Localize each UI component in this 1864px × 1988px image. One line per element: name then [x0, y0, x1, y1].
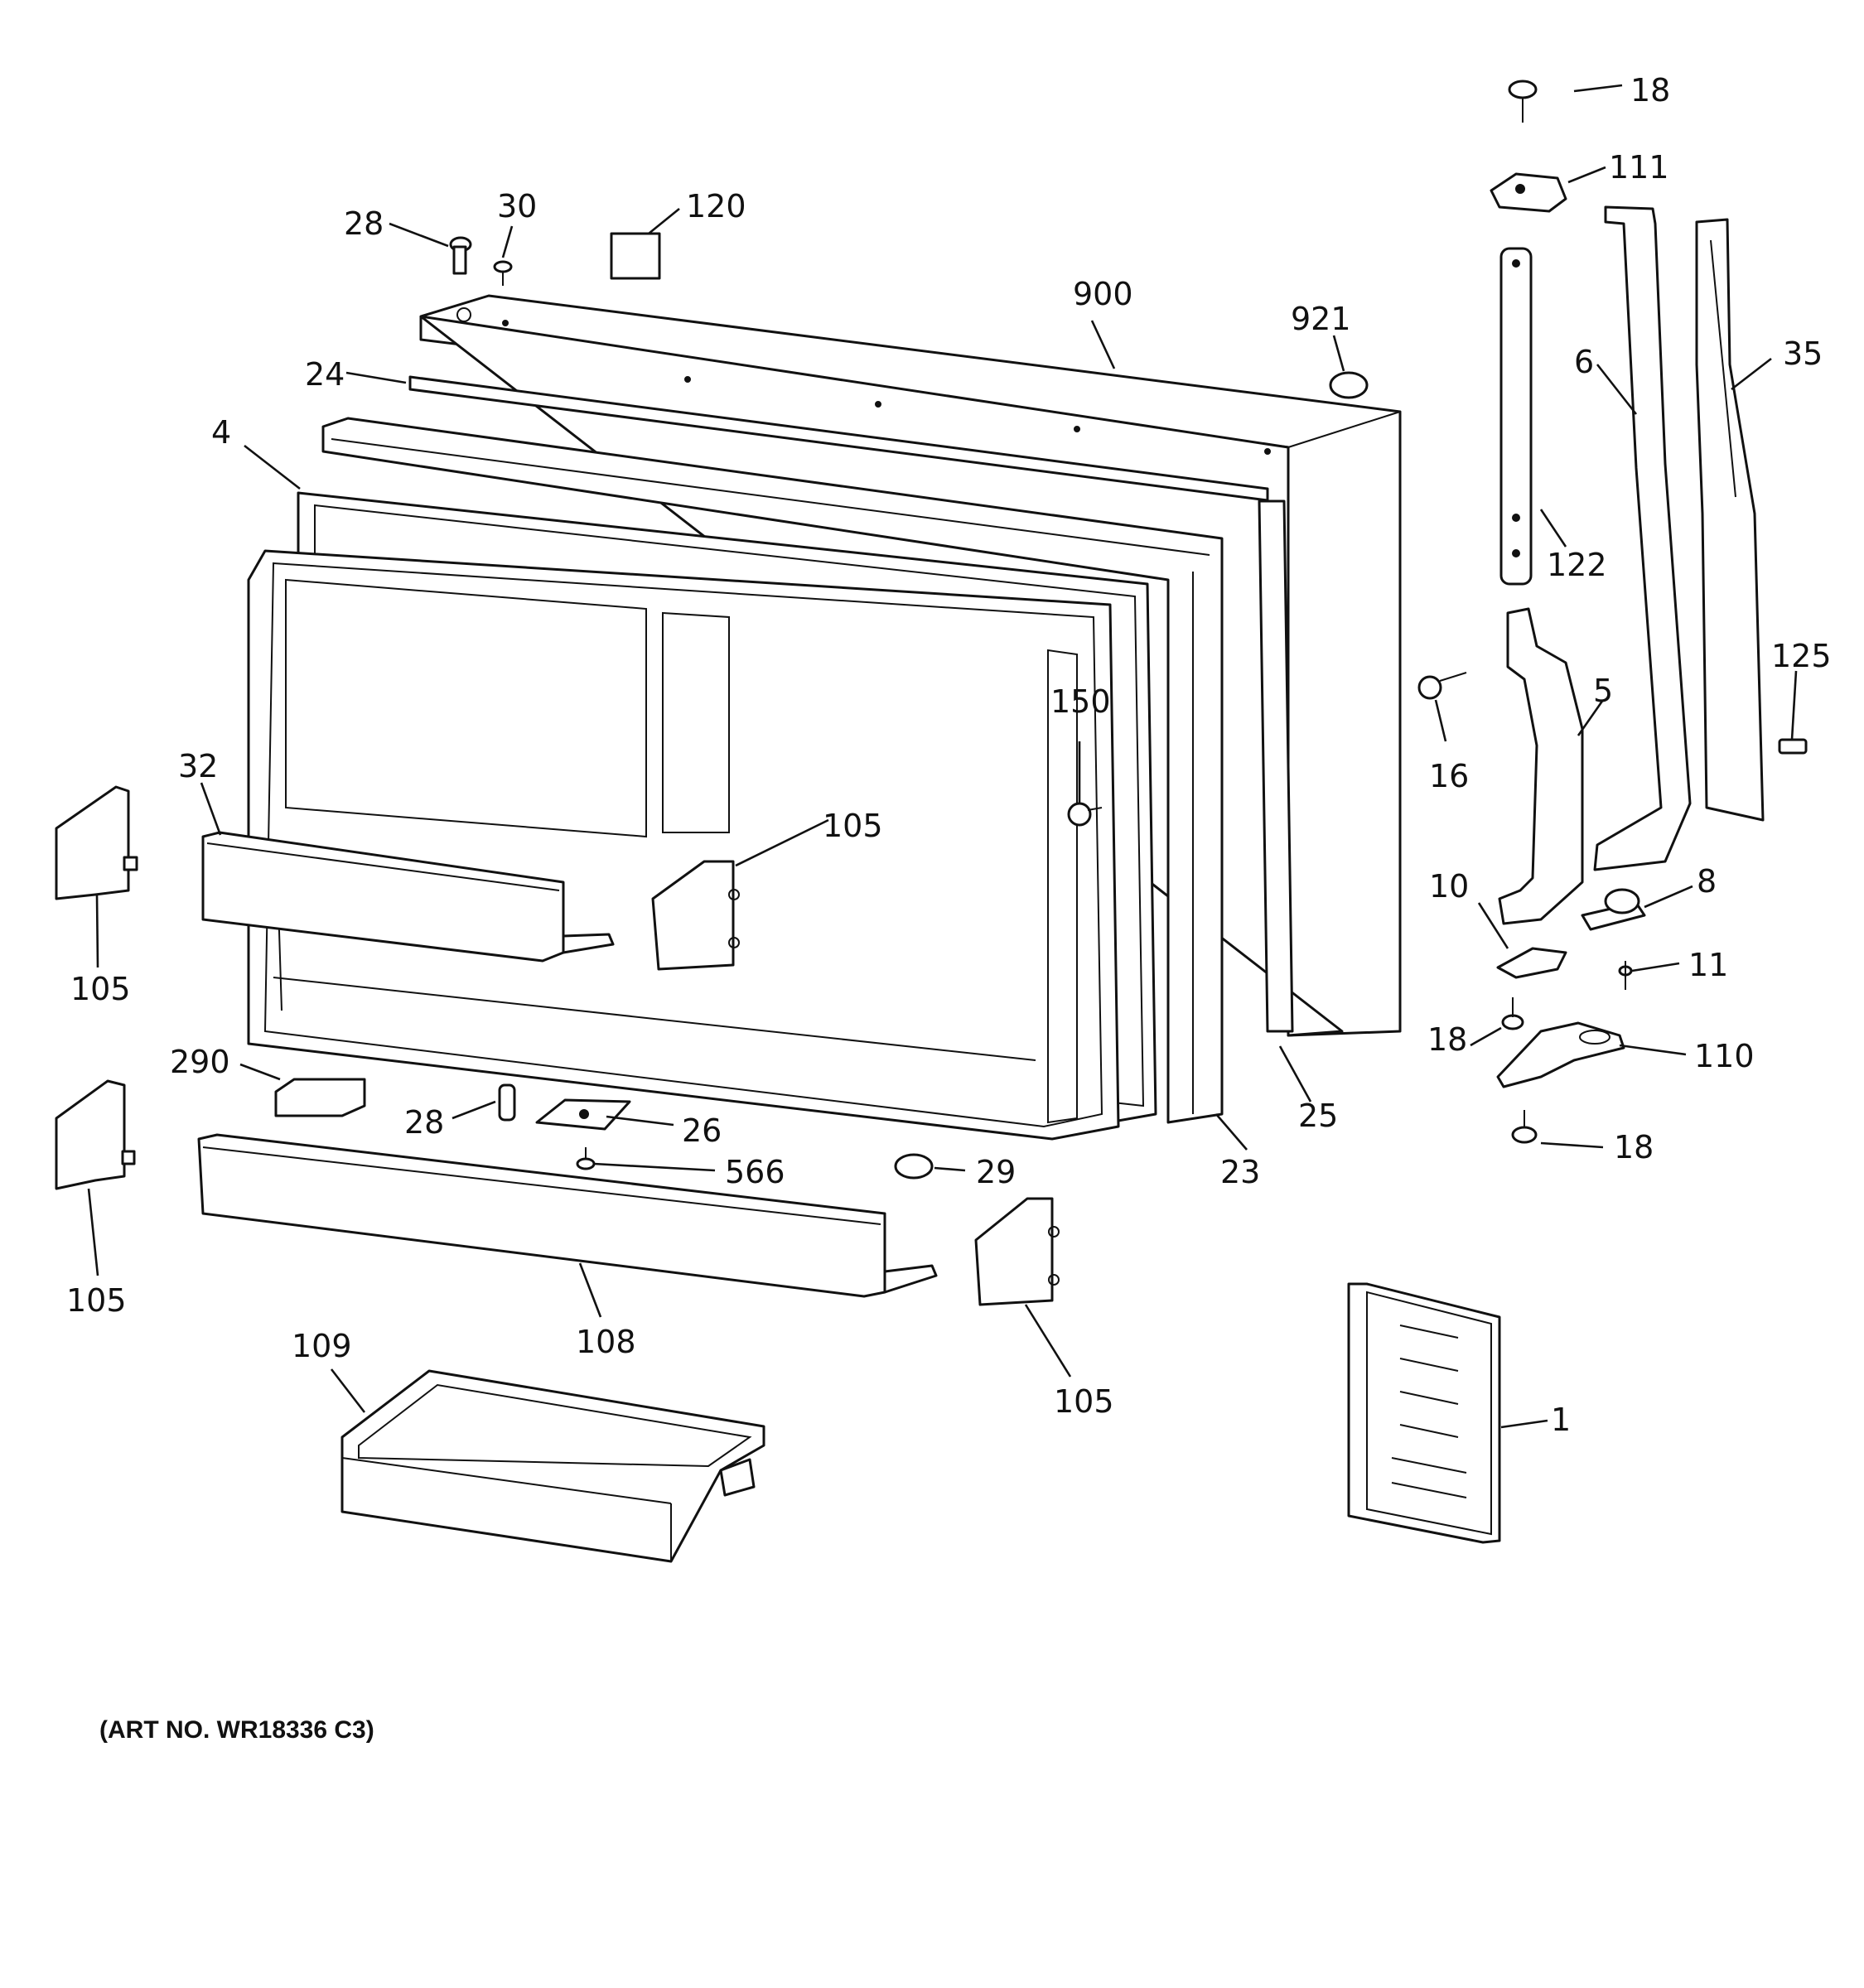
- callout-921: 921: [1291, 301, 1351, 337]
- callout-32: 32: [178, 748, 218, 784]
- part-108-shelf-bar: [197, 1133, 938, 1298]
- part-26-plate: [535, 1098, 631, 1131]
- callout-29: 29: [976, 1154, 1016, 1190]
- callout-105-right: 105: [1054, 1383, 1114, 1420]
- part-122-bar: [1499, 247, 1533, 586]
- part-28-plug-top: [449, 236, 472, 275]
- leader-lines: [87, 84, 1798, 1429]
- part-105-shelf-end-left-bottom: [55, 1079, 136, 1190]
- part-23-door-liner: [321, 417, 1224, 1124]
- callout-11: 11: [1688, 947, 1728, 983]
- callout-10: 10: [1429, 868, 1469, 905]
- part-6-handle-trim: [1593, 205, 1692, 871]
- callout-900: 900: [1073, 276, 1133, 312]
- part-105-shelf-end-right: [974, 1197, 1060, 1306]
- callout-105-mid: 105: [823, 808, 883, 844]
- part-11-screw: [1618, 961, 1633, 990]
- part-105-shelf-end-mid: [651, 860, 740, 971]
- part-29-plug: [894, 1153, 934, 1180]
- callout-122: 122: [1547, 547, 1607, 583]
- callout-4: 4: [211, 414, 231, 451]
- callout-25: 25: [1298, 1098, 1338, 1134]
- callout-110: 110: [1694, 1038, 1755, 1074]
- part-120-block: [610, 232, 661, 280]
- callout-30: 30: [497, 188, 537, 224]
- part-290-block: [274, 1078, 366, 1117]
- callout-18-top: 18: [1630, 72, 1670, 109]
- callout-108: 108: [576, 1324, 636, 1360]
- part-1-owners-manual: [1347, 1282, 1501, 1544]
- part-inner-shelf-frame: [247, 549, 1120, 1141]
- part-110-hinge-arm: [1496, 1021, 1625, 1088]
- art-number: (ART NO. WR18336 C3): [99, 1716, 374, 1744]
- part-28-plug-bottom: [498, 1083, 516, 1122]
- callout-8: 8: [1697, 863, 1717, 900]
- part-125-pin: [1778, 738, 1808, 755]
- part-18-screw-mid: [1501, 997, 1524, 1030]
- part-150-screw: [1067, 802, 1103, 827]
- callout-28-bottom: 28: [404, 1104, 444, 1141]
- part-8-washer: [1581, 888, 1646, 931]
- callout-1: 1: [1551, 1402, 1571, 1438]
- callout-109: 109: [292, 1328, 352, 1364]
- callout-150: 150: [1050, 683, 1111, 720]
- part-25-gasket: [1258, 499, 1294, 1033]
- part-111-hinge-cap: [1490, 172, 1567, 213]
- callout-18-mid: 18: [1427, 1021, 1467, 1058]
- part-18-screw-top: [1508, 80, 1538, 123]
- callout-23: 23: [1220, 1154, 1260, 1190]
- callout-290: 290: [170, 1044, 230, 1080]
- part-35-handle: [1695, 218, 1765, 822]
- part-566-screw: [576, 1147, 596, 1170]
- callout-18-bottom: 18: [1614, 1129, 1654, 1165]
- callout-120: 120: [686, 188, 746, 224]
- part-16-screw: [1417, 672, 1467, 700]
- callout-28-top: 28: [344, 205, 384, 242]
- part-5-hinge-bracket: [1498, 607, 1584, 925]
- part-10-hinge: [1496, 947, 1567, 979]
- callout-26: 26: [682, 1112, 722, 1149]
- callout-24: 24: [305, 356, 345, 393]
- callout-125: 125: [1771, 638, 1832, 674]
- callout-6: 6: [1574, 344, 1594, 380]
- callout-16: 16: [1429, 758, 1469, 794]
- callout-5: 5: [1593, 673, 1613, 709]
- callout-111: 111: [1609, 149, 1669, 186]
- callout-566: 566: [725, 1154, 785, 1190]
- part-30-screw: [493, 260, 513, 286]
- part-109-bin: [340, 1369, 765, 1563]
- part-105-shelf-end-left-top: [55, 785, 138, 900]
- callout-labels: 18 111 28 30 120 900 921 24 4 6 35 122 1…: [66, 72, 1832, 1438]
- part-921-plug: [1329, 371, 1369, 399]
- part-18-screw-bottom: [1511, 1110, 1538, 1144]
- callout-105-left-bottom: 105: [66, 1282, 127, 1319]
- callout-35: 35: [1783, 335, 1823, 372]
- callout-105-left-top: 105: [70, 971, 131, 1007]
